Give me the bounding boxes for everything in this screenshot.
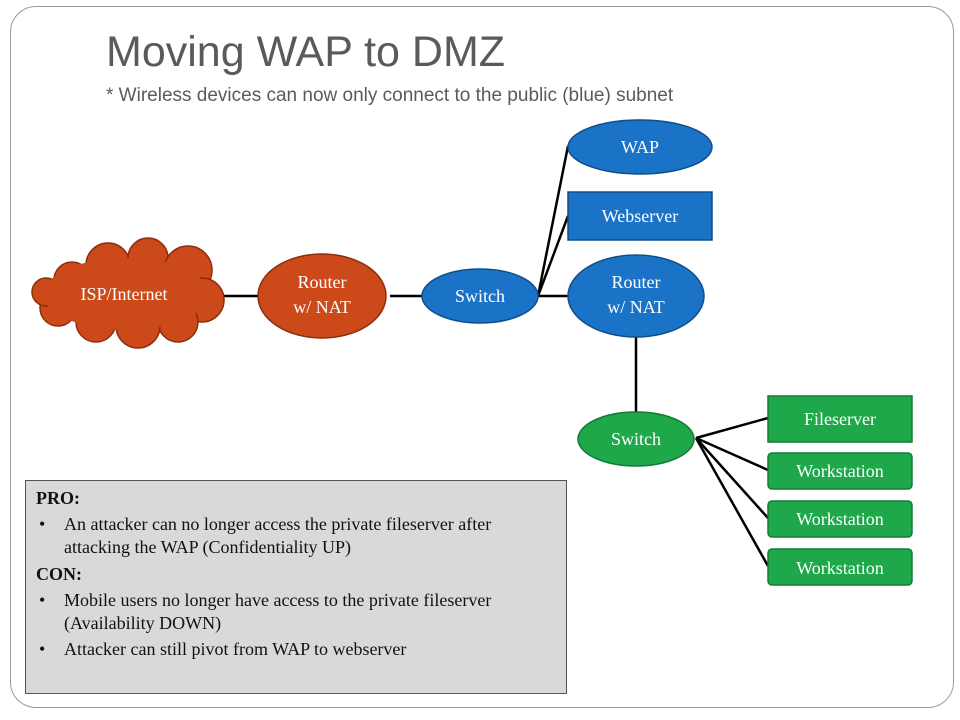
pro-item: An attacker can no longer access the pri… bbox=[36, 513, 556, 559]
wap-label: WAP bbox=[621, 137, 659, 157]
slide-title: Moving WAP to DMZ bbox=[106, 28, 506, 76]
link-switch2-workstation-1 bbox=[695, 436, 769, 472]
link-switch2-fileserver bbox=[695, 416, 769, 440]
router2-node bbox=[567, 254, 705, 338]
link-switch1-webserver bbox=[536, 215, 570, 297]
router2-label-line1: Router bbox=[612, 272, 661, 292]
switch1-node bbox=[421, 268, 539, 324]
switch2-label: Switch bbox=[611, 429, 661, 449]
con-item: Attacker can still pivot from WAP to web… bbox=[36, 638, 556, 661]
router1-label-line2: w/ NAT bbox=[293, 297, 351, 317]
webserver-node bbox=[567, 191, 713, 241]
con-heading: CON: bbox=[36, 564, 82, 584]
workstation-node-3 bbox=[767, 548, 913, 586]
router2-label-line2: w/ NAT bbox=[607, 297, 665, 317]
switch1-label: Switch bbox=[455, 286, 505, 306]
workstation-label-3: Workstation bbox=[796, 558, 884, 578]
workstation-node-1 bbox=[767, 452, 913, 490]
wap-node bbox=[567, 119, 713, 175]
router1-label-line1: Router bbox=[298, 272, 347, 292]
connection-lines bbox=[222, 145, 770, 567]
fileserver-node bbox=[767, 395, 913, 443]
link-switch1-wap bbox=[536, 145, 570, 297]
workstation-label-1: Workstation bbox=[796, 461, 884, 481]
slide-subtitle: * Wireless devices can now only connect … bbox=[106, 85, 674, 106]
pro-con-notes: PRO: An attacker can no longer access th… bbox=[25, 480, 567, 694]
link-switch2-workstation-2 bbox=[695, 437, 769, 519]
link-switch2-workstation-3 bbox=[694, 437, 770, 567]
switch2-node bbox=[577, 411, 695, 467]
router1-node bbox=[257, 253, 387, 339]
isp-cloud bbox=[31, 237, 225, 349]
webserver-label: Webserver bbox=[602, 206, 679, 226]
workstation-label-2: Workstation bbox=[796, 509, 884, 529]
isp-label: ISP/Internet bbox=[81, 284, 168, 304]
con-item: Mobile users no longer have access to th… bbox=[36, 589, 556, 635]
workstation-node-2 bbox=[767, 500, 913, 538]
con-list: Mobile users no longer have access to th… bbox=[36, 589, 556, 661]
pro-heading: PRO: bbox=[36, 488, 80, 508]
pro-list: An attacker can no longer access the pri… bbox=[36, 513, 556, 559]
fileserver-label: Fileserver bbox=[804, 409, 876, 429]
